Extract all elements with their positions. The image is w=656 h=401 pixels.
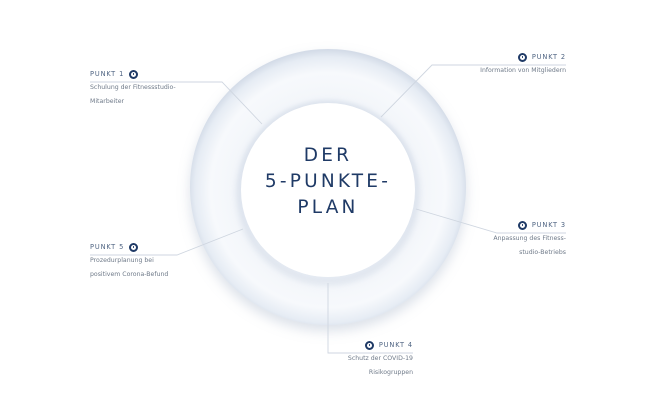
title-line-2: 5-PUNKTE- — [264, 171, 392, 192]
ring — [189, 49, 466, 325]
title-line-1: DER — [303, 145, 353, 166]
point-3-desc-line-2: studio-Betriebs — [519, 248, 566, 256]
point-4-connector — [327, 283, 413, 354]
ring-body — [189, 49, 466, 325]
point-5-desc-line-1: Prozedurplanung bei — [90, 257, 154, 264]
point-3: PUNKT 3 Anpassung des Fitness- studio-Be… — [493, 219, 566, 259]
point-1: PUNKT 1 Schulung der Fitnessstudio- Mita… — [90, 68, 176, 108]
point-5-desc-line-2: positivem Corona-Befund — [90, 270, 169, 278]
point-4: PUNKT 4 Schutz der COVID-19 Risikogruppe… — [348, 339, 413, 379]
point-1-desc-line-1: Schulung der Fitnessstudio- — [90, 84, 176, 91]
title-line-3: PLAN — [297, 197, 359, 218]
point-5-badge-icon — [129, 242, 139, 252]
point-5-connector — [90, 228, 244, 256]
point-3-desc-line-1: Anpassung des Fitness- — [493, 235, 566, 242]
point-4-desc-line-1: Schutz der COVID-19 — [347, 355, 413, 362]
center-disc — [241, 103, 415, 277]
point-2-connector — [380, 64, 566, 118]
point-1-label: PUNKT 1 — [90, 70, 125, 78]
point-1-desc-line-2: Mitarbeiter — [90, 97, 125, 105]
point-2-badge-icon — [517, 52, 527, 62]
center-title: DER 5-PUNKTE- PLAN — [228, 143, 428, 221]
connectors — [90, 64, 566, 354]
point-3-badge-icon — [517, 220, 527, 230]
point-4-desc-line-2: Risikogruppen — [368, 368, 413, 376]
point-2-label: PUNKT 2 — [531, 53, 566, 61]
point-4-badge-icon — [364, 340, 374, 350]
point-2: PUNKT 2 Information von Mitgliedern — [480, 51, 566, 78]
point-1-connector — [90, 81, 263, 125]
point-2-desc-line-1: Information von Mitgliedern — [480, 67, 566, 74]
point-5-label: PUNKT 5 — [90, 243, 125, 251]
point-1-badge-icon — [129, 69, 139, 79]
point-5: PUNKT 5 Prozedurplanung bei positivem Co… — [90, 241, 168, 281]
point-4-label: PUNKT 4 — [378, 341, 413, 349]
point-3-connector — [415, 208, 566, 234]
point-3-label: PUNKT 3 — [531, 221, 566, 229]
